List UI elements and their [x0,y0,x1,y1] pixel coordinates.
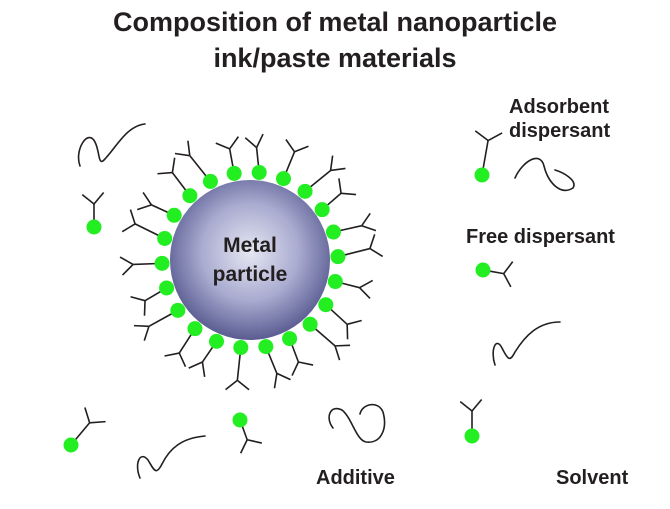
adsorbent-label-line-1: Adsorbent [509,96,609,118]
adsorbed-dispersant-ring [119,133,384,391]
adsorbed-dispersant-icon [215,136,242,181]
metal-particle: Metal particle [170,180,330,340]
adsorbed-dispersant-icon [297,155,346,199]
adsorbed-dispersant-icon [318,297,362,340]
free-dispersant-icon [63,407,106,453]
additive-squiggle-icon [77,123,146,167]
adsorbed-dispersant-icon [130,280,175,316]
adsorbed-dispersant-icon [121,209,173,246]
additive-squiggle-group [77,123,575,479]
adsorbed-dispersant-icon [174,140,218,189]
additive-label: Additive [316,467,395,489]
adsorbed-dispersant-icon [188,333,225,377]
adsorbed-dispersant-icon [275,139,309,187]
adsorbed-dispersant-icon [133,302,186,341]
particle-label-line-2: particle [213,263,288,286]
additive-squiggle-icon [328,403,386,443]
adsorbed-dispersant-icon [244,133,267,180]
free-dispersant-label: Free dispersant [466,226,615,248]
solvent-label: Solvent [556,467,629,489]
adsorbed-dispersant-icon [302,316,351,361]
additive-squiggle-icon [514,157,575,191]
free-dispersant-icon [81,192,105,235]
title-line-2: ink/paste materials [213,43,457,73]
free-dispersant-icon [232,412,262,454]
free-dispersant-icon [475,261,514,288]
adsorbed-dispersant-icon [136,192,182,223]
adsorbed-dispersant-icon [325,212,377,240]
adsorbent-label-line-2: dispersant [509,120,611,142]
additive-squiggle-icon [492,321,561,366]
particle-label-line-1: Metal [223,234,277,257]
adsorbed-dispersant-icon [258,339,291,389]
title-line-1: Composition of metal nanoparticle [112,7,558,37]
adsorbed-dispersant-icon [164,321,203,368]
diagram-title: Composition of metal nanoparticle ink/pa… [0,4,670,76]
adsorbed-dispersant-icon [314,178,357,218]
adsorbed-dispersant-icon [327,274,374,299]
adsorbed-dispersant-icon [225,340,250,391]
free-dispersant-icon [474,130,503,183]
adsorbed-dispersant-icon [119,255,170,276]
adsorbed-dispersant-icon [157,157,198,204]
adsorbed-dispersant-icon [330,234,384,265]
additive-squiggle-icon [136,435,206,479]
adsorbent-dispersant-label: Adsorbent dispersant [509,95,610,143]
free-dispersant-icon [459,399,483,444]
adsorbed-dispersant-icon [282,331,314,376]
free-dispersant-group [63,130,514,454]
